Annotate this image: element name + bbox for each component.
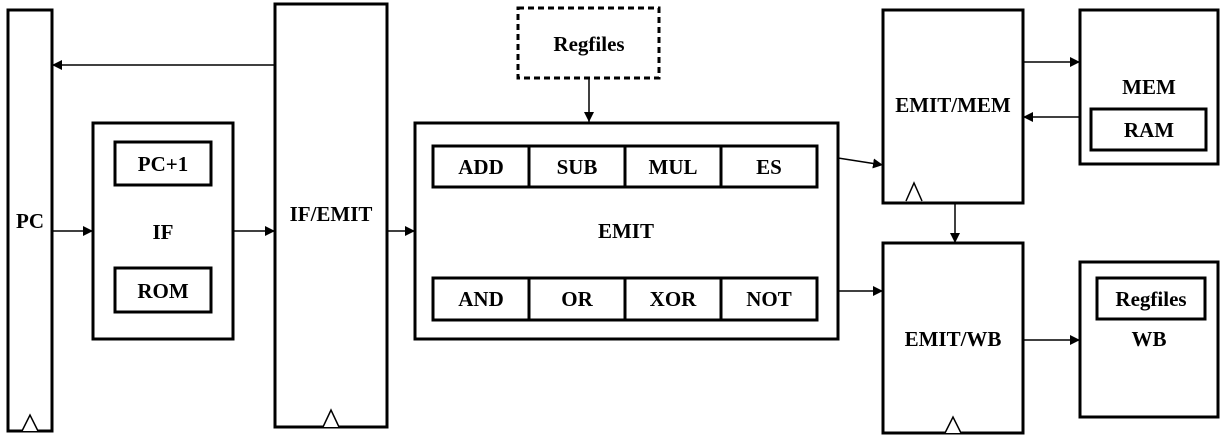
op-xor-box: [623, 276, 723, 322]
arrow-emit-to-emitmem: [837, 157, 884, 169]
emit-mem-register: [881, 8, 1025, 205]
regfiles-wb-label: Regfiles: [1115, 287, 1186, 311]
emit-wb-clock-icon: [944, 415, 962, 434]
emit-mem-label: EMIT/MEM: [895, 93, 1011, 117]
wb-stage-label: WB: [1131, 327, 1166, 351]
emit-mem-clock-icon: [905, 181, 923, 202]
pc-plus-1-label: PC+1: [138, 152, 188, 176]
op-add-label: ADD: [458, 155, 504, 179]
op-or-box: [527, 276, 627, 322]
emit-wb-label: EMIT/WB: [905, 327, 1002, 351]
if-emit-label: IF/EMIT: [290, 202, 373, 226]
emit-wb-register: [881, 241, 1025, 435]
pc-label: PC: [16, 209, 44, 233]
mem-stage-label: MEM: [1122, 75, 1176, 99]
rom-box: [113, 266, 213, 314]
if-stage-label: IF: [153, 220, 174, 244]
ram-label: RAM: [1124, 118, 1174, 142]
rom-label: ROM: [137, 279, 189, 303]
regfiles-wb-box: [1095, 276, 1207, 321]
op-not-label: NOT: [746, 287, 792, 311]
if-emit-clock-icon: [322, 408, 340, 428]
regfiles-source-label: Regfiles: [553, 32, 624, 56]
pc-register: [6, 8, 54, 433]
op-sub-label: SUB: [557, 155, 598, 179]
op-mul-label: MUL: [649, 155, 698, 179]
ram-box: [1089, 107, 1208, 152]
emit-stage-label: EMIT: [598, 219, 654, 243]
op-and-label: AND: [458, 287, 504, 311]
op-not-box: [719, 276, 819, 322]
regfiles-source-box: [516, 6, 661, 80]
op-es-label: ES: [756, 155, 782, 179]
op-or-label: OR: [561, 287, 593, 311]
pc-plus-1-box: [113, 140, 213, 187]
op-xor-label: XOR: [650, 287, 698, 311]
op-es-box: [719, 144, 819, 189]
pc-clock-icon: [21, 413, 39, 432]
op-sub-box: [527, 144, 627, 189]
